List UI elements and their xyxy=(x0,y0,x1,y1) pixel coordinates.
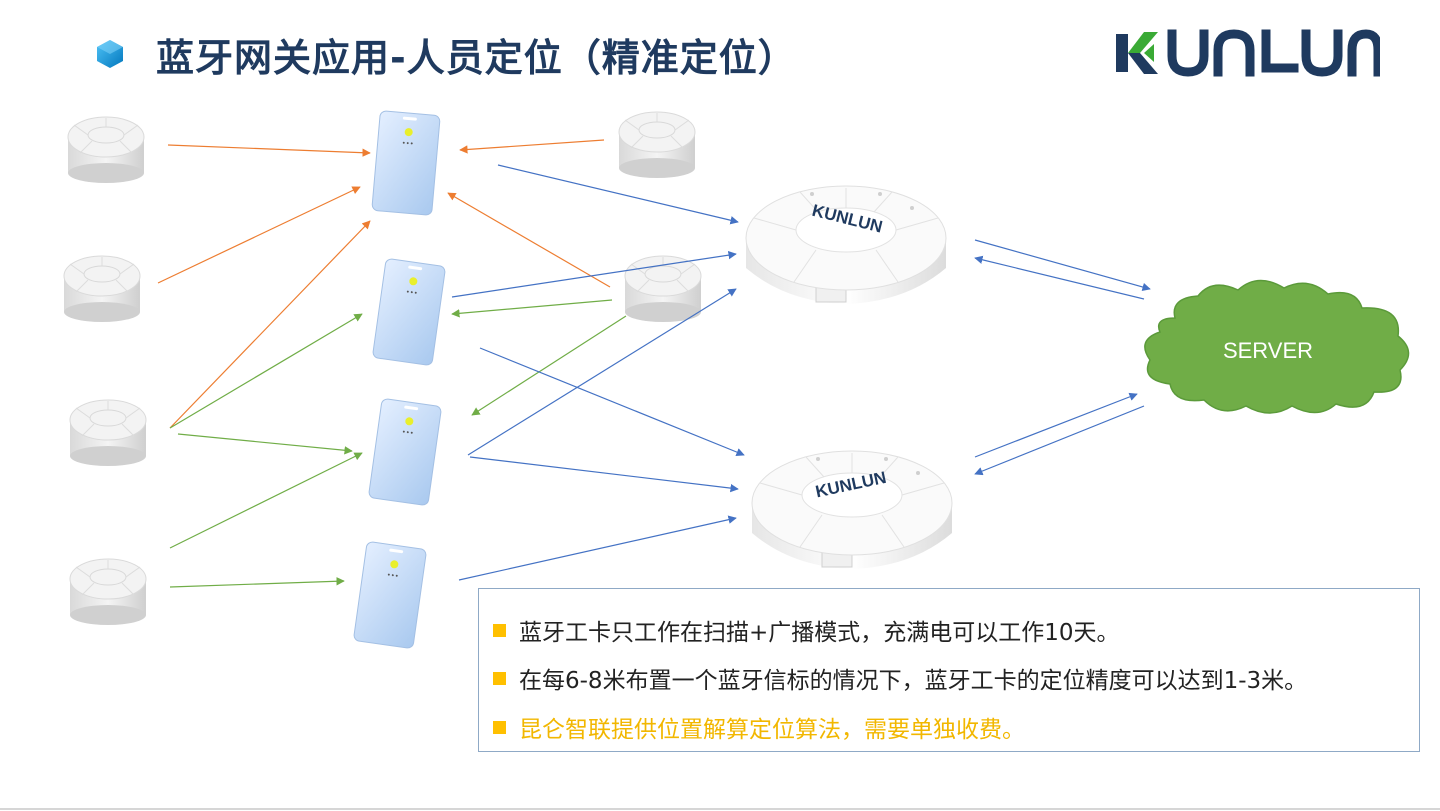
note-item: 在每6-8米布置一个蓝牙信标的情况下，蓝牙工卡的定位精度可以达到1-3米。 xyxy=(493,661,1307,695)
title-bar: 蓝牙网关应用-人员定位（精准定位） xyxy=(96,28,797,80)
orange-arrows xyxy=(157,139,611,429)
note-item: 蓝牙工卡只工作在扫描+广播模式，充满电可以工作10天。 xyxy=(493,613,1120,647)
server-label: SERVER xyxy=(1222,338,1314,363)
note-item: 昆仑智联提供位置解算定位算法，需要单独收费。 xyxy=(493,710,1025,744)
badge-card-icon xyxy=(371,257,447,367)
square-bullet-icon xyxy=(493,623,506,637)
logo-mark xyxy=(1116,32,1158,74)
gateway-icon xyxy=(751,450,953,570)
beacon-icon xyxy=(69,399,147,467)
cloud-icon xyxy=(1144,279,1410,414)
logo-letters xyxy=(1167,29,1380,77)
beacon-icon xyxy=(67,116,145,184)
bottom-divider xyxy=(0,808,1440,810)
beacon-icon xyxy=(618,111,696,179)
badge-card-icon xyxy=(367,397,443,507)
hexagon-bullet-icon xyxy=(97,40,123,68)
note-text: 蓝牙工卡只工作在扫描+广播模式，充满电可以工作10天。 xyxy=(519,620,1120,646)
badge-card-icon xyxy=(371,110,441,216)
blue-arrows xyxy=(451,164,1151,581)
kunlun-logo xyxy=(1116,29,1380,77)
gateway-icon xyxy=(745,185,947,305)
beacon-icon xyxy=(63,255,141,323)
square-bullet-icon xyxy=(493,720,506,734)
beacon-icon xyxy=(69,558,147,626)
notes-box: 蓝牙工卡只工作在扫描+广播模式，充满电可以工作10天。 在每6-8米布置一个蓝牙… xyxy=(478,588,1420,752)
beacon-icon xyxy=(624,255,702,323)
badge-card-icon xyxy=(352,540,428,650)
note-text: 在每6-8米布置一个蓝牙信标的情况下，蓝牙工卡的定位精度可以达到1-3米。 xyxy=(519,668,1308,694)
square-bullet-icon xyxy=(493,671,506,685)
page-title: 蓝牙网关应用-人员定位（精准定位） xyxy=(156,35,797,80)
note-text: 昆仑智联提供位置解算定位算法，需要单独收费。 xyxy=(519,717,1025,743)
green-arrows xyxy=(169,299,627,588)
